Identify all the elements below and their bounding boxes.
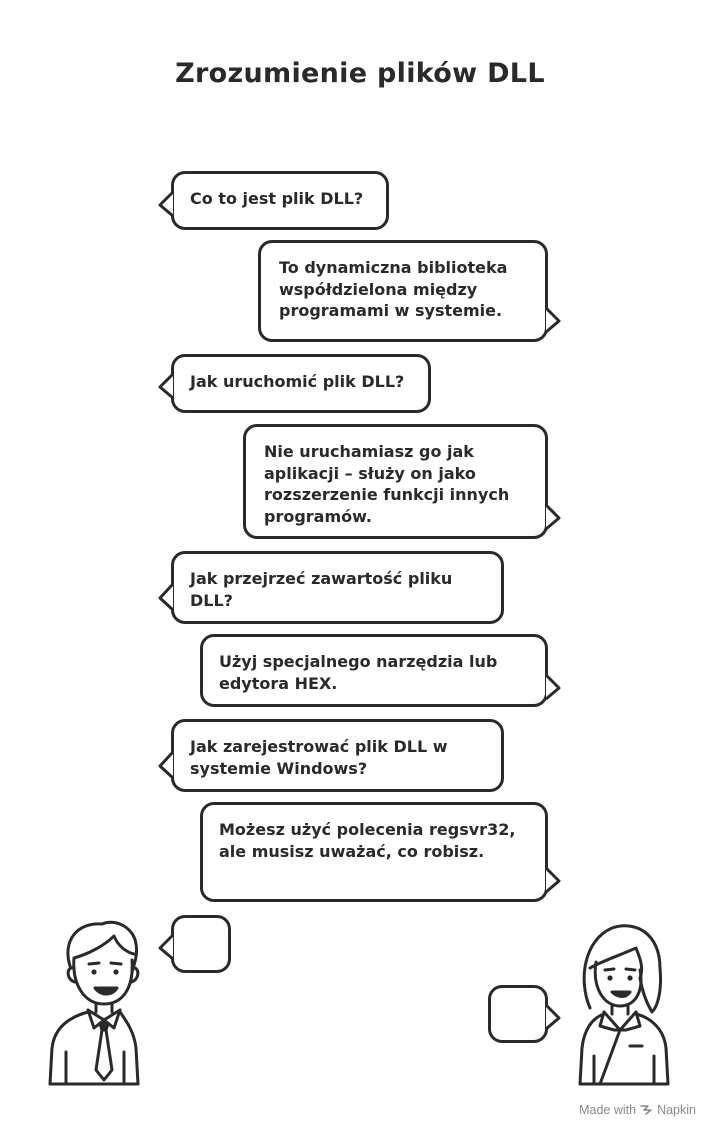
bubble-tail-left-empty xyxy=(158,933,175,961)
answer-text-3: Użyj specjalnego narzędzia lub edytora H… xyxy=(219,652,498,693)
question-text-2: Jak uruchomić plik DLL? xyxy=(190,372,405,391)
answer-bubble-1: To dynamiczna biblioteka współdzielona m… xyxy=(258,240,548,342)
bubble-tail-right-3 xyxy=(544,673,561,701)
woman-character-icon xyxy=(578,924,670,1086)
bubble-tail-right-2 xyxy=(544,503,561,531)
made-with-credit: Made with Napkin xyxy=(579,1103,696,1117)
answer-bubble-3: Użyj specjalnego narzędzia lub edytora H… xyxy=(200,634,548,707)
man-character-icon xyxy=(48,920,140,1086)
question-bubble-3: Jak przejrzeć zawartość pliku DLL? xyxy=(171,551,504,624)
credit-brand: Napkin xyxy=(657,1103,696,1117)
bubble-tail-right-1 xyxy=(544,306,561,334)
question-bubble-1: Co to jest plik DLL? xyxy=(171,171,389,230)
answer-bubble-4: Możesz użyć polecenia regsvr32, ale musi… xyxy=(200,802,548,902)
bubble-tail-left-4 xyxy=(158,750,175,780)
bubble-tail-left-3 xyxy=(158,582,175,612)
answer-bubble-2: Nie uruchamiasz go jak aplikacji – służy… xyxy=(243,424,548,539)
bubble-tail-right-empty xyxy=(544,1003,561,1031)
question-text-1: Co to jest plik DLL? xyxy=(190,189,364,208)
question-text-3: Jak przejrzeć zawartość pliku DLL? xyxy=(190,569,453,610)
bubble-tail-left-2 xyxy=(158,372,175,400)
question-bubble-4: Jak zarejestrować plik DLL w systemie Wi… xyxy=(171,719,504,792)
answer-text-2: Nie uruchamiasz go jak aplikacji – służy… xyxy=(264,442,510,526)
answer-text-1: To dynamiczna biblioteka współdzielona m… xyxy=(279,258,508,320)
credit-prefix: Made with xyxy=(579,1103,637,1117)
answer-text-4: Możesz użyć polecenia regsvr32, ale musi… xyxy=(219,820,516,861)
question-bubble-2: Jak uruchomić plik DLL? xyxy=(171,354,431,413)
napkin-logo-icon xyxy=(640,1104,653,1116)
bubble-tail-right-4 xyxy=(544,866,561,894)
bubble-tail-left-1 xyxy=(158,190,175,218)
diagram-title: Zrozumienie plików DLL xyxy=(175,58,545,89)
question-text-4: Jak zarejestrować plik DLL w systemie Wi… xyxy=(190,737,448,778)
